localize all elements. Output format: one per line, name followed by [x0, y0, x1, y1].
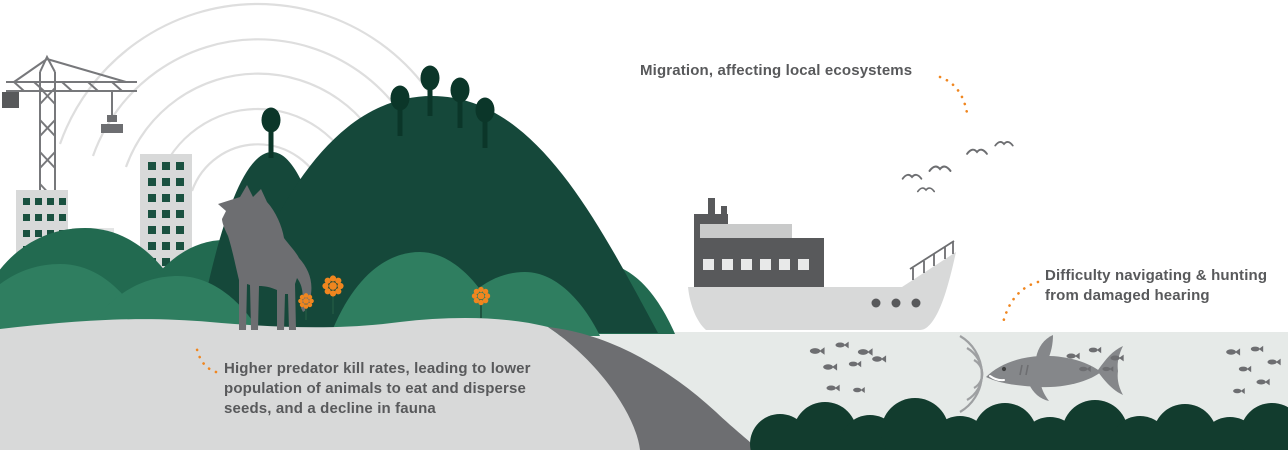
construction-crane-icon: [2, 54, 137, 205]
annotation-connectors: [194, 75, 1040, 374]
birds-icon: [901, 141, 1014, 193]
shark-icon: [986, 335, 1123, 401]
dark-bank: [548, 327, 758, 450]
bushes-icon: [750, 398, 1288, 450]
cargo-ship-icon: [688, 198, 956, 330]
ground-left: [0, 317, 640, 450]
howling-dog-icon: [218, 185, 312, 330]
predator-annotation: Higher predator kill rates, leading to l…: [224, 360, 531, 417]
difficulty-annotation: Difficulty navigating & hunting from dam…: [1045, 267, 1268, 304]
sonar-waves-icon: [959, 335, 984, 413]
migration-annotation: Migration, affecting local ecosystems: [640, 62, 913, 79]
hills-and-trees-icon: [0, 65, 675, 336]
flower-icon: [298, 275, 491, 320]
